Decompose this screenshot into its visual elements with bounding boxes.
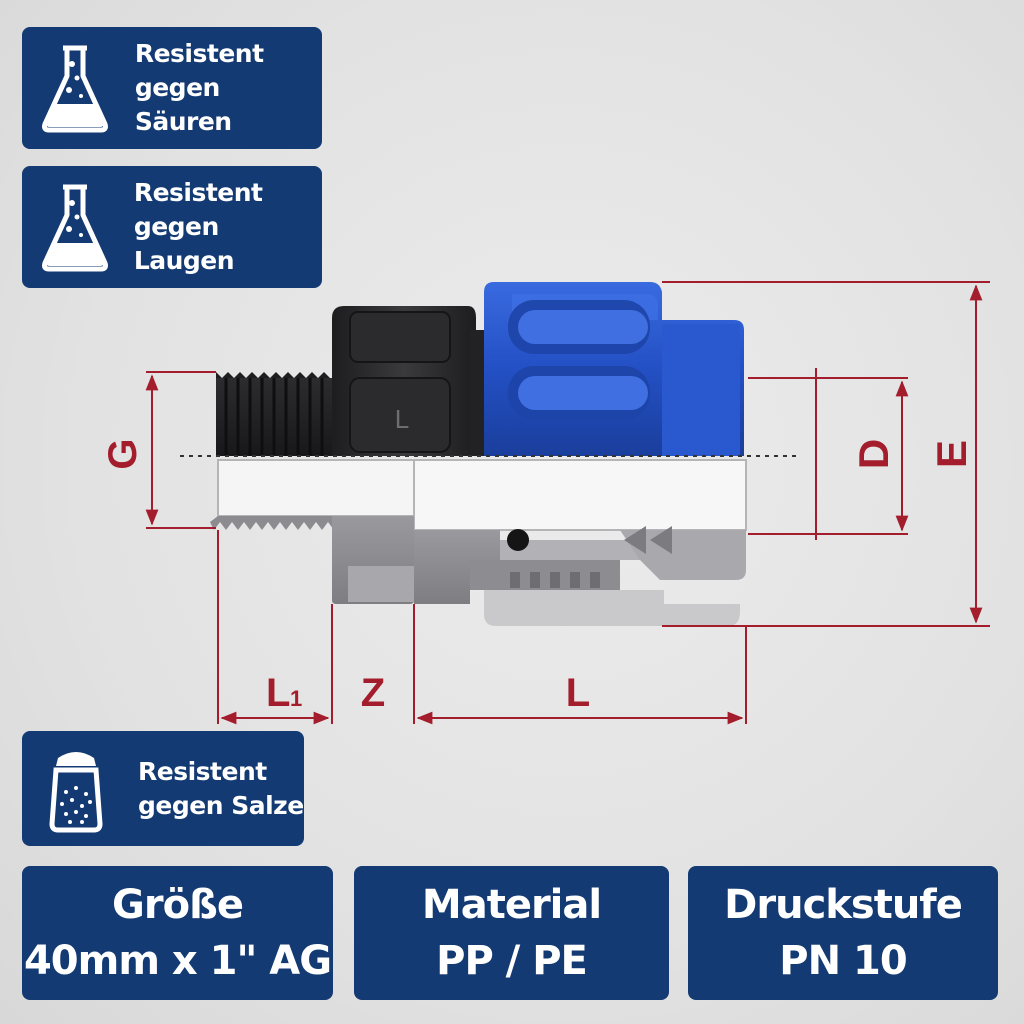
spec-pressure-label: Druckstufe xyxy=(724,882,963,928)
feature-badge-alkalis: Resistent gegen Laugen xyxy=(22,166,322,288)
spec-material-value: PP / PE xyxy=(436,938,588,984)
fitting-exterior: L xyxy=(216,282,744,456)
feature-badge-salts: Resistent gegen Salze xyxy=(22,731,304,846)
part-marking: L xyxy=(395,404,409,434)
spec-material-label: Material xyxy=(421,882,602,928)
flask-icon xyxy=(36,166,114,288)
dim-label-g: G xyxy=(101,438,145,469)
feature-line2: gegen Säuren xyxy=(134,73,232,136)
feature-line1: Resistent xyxy=(138,756,267,786)
dim-label-z: Z xyxy=(361,671,385,715)
feature-line1: Resistent xyxy=(134,39,264,68)
spec-size: Größe 40mm x 1" AG xyxy=(22,866,333,1000)
dim-label-e: E xyxy=(928,440,975,468)
dim-label-l1: L xyxy=(266,671,290,715)
feature-line2: gegen Laugen xyxy=(133,212,235,275)
spec-material: Material PP / PE xyxy=(354,866,669,1000)
fitting-section xyxy=(210,459,747,626)
dimensions xyxy=(145,281,990,725)
feature-badge-acids: Resistent gegen Säuren xyxy=(22,27,322,149)
flask-icon xyxy=(36,27,115,149)
feature-line2: gegen Salze xyxy=(138,790,304,820)
dimension-labels: G D E L 1 Z L xyxy=(101,438,975,715)
spec-pressure-value: PN 10 xyxy=(779,938,907,984)
dim-label-l: L xyxy=(566,671,590,715)
dim-label-l1-subscript: 1 xyxy=(290,686,302,711)
spec-pressure: Druckstufe PN 10 xyxy=(688,866,998,1000)
salt-shaker-icon xyxy=(36,731,116,846)
feature-line1: Resistent xyxy=(133,178,263,207)
spec-size-value: 40mm x 1" AG xyxy=(23,938,332,984)
dim-label-d: D xyxy=(850,439,897,469)
spec-size-label: Größe xyxy=(112,882,244,928)
